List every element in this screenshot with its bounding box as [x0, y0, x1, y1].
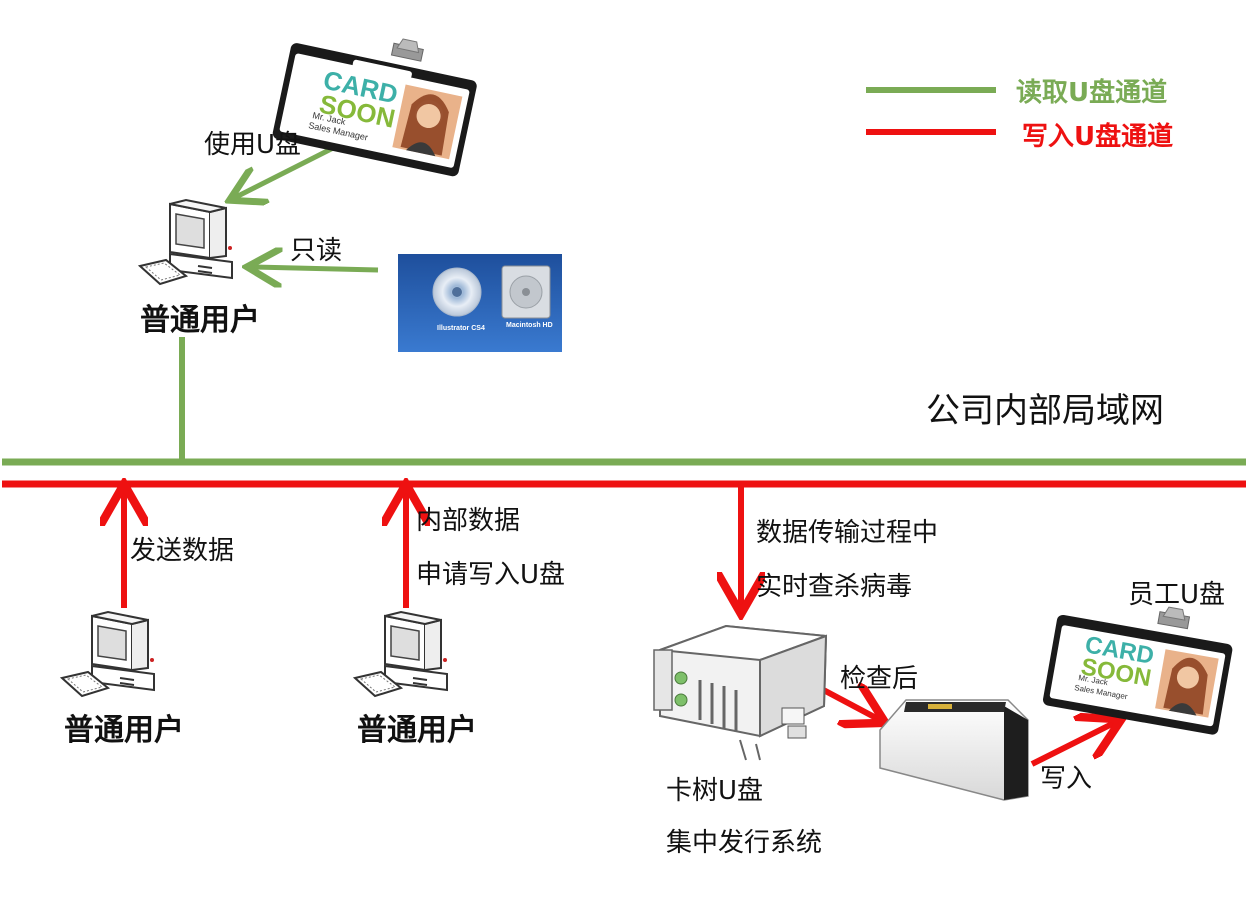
request-line1-label: 内部数据: [416, 506, 521, 536]
card-printer-icon: [879, 699, 1029, 801]
after-check-arrow: [814, 686, 880, 720]
drives-panel: [398, 254, 562, 352]
computer-icon: [137, 198, 233, 286]
server-line1-label: 卡树U盘: [666, 776, 764, 806]
readonly-arrow: [252, 267, 379, 270]
legend-read-label: 读取U盘通道: [1016, 78, 1168, 108]
readonly-label: 只读: [290, 236, 343, 266]
legend-write-label: 写入U盘通道: [1022, 122, 1174, 152]
use-usb-label: 使用U盘: [204, 130, 302, 160]
write-label: 写入: [1040, 764, 1093, 794]
user2-label: 普通用户: [357, 713, 477, 748]
server-led-icon: [674, 693, 688, 707]
after-check-label: 检查后: [840, 664, 919, 694]
computer-icon: [352, 610, 448, 698]
id-card-icon: [272, 38, 477, 177]
scan-line1-label: 数据传输过程中: [756, 518, 939, 548]
computer-icon: [59, 610, 155, 698]
hard-drive-icon: [501, 265, 551, 319]
drive-label: Illustrator CS4: [437, 325, 485, 332]
server-led-icon: [674, 671, 688, 685]
server-icon: [653, 624, 828, 761]
staff-usb-label: 员工U盘: [1128, 580, 1226, 610]
network-label: 公司内部局域网: [926, 391, 1164, 431]
user1-label: 普通用户: [64, 713, 184, 748]
scan-line2-label: 实时查杀病毒: [756, 572, 913, 602]
top-user-label: 普通用户: [140, 303, 260, 338]
use-usb-arrow: [234, 139, 347, 198]
write-arrow: [1030, 722, 1116, 767]
send-data-label: 发送数据: [130, 536, 235, 566]
request-line2-label: 申请写入U盘: [416, 560, 566, 590]
server-line2-label: 集中发行系统: [666, 828, 823, 858]
staff-id-card-icon: [1042, 606, 1233, 735]
drive-label: Macintosh HD: [506, 322, 553, 329]
